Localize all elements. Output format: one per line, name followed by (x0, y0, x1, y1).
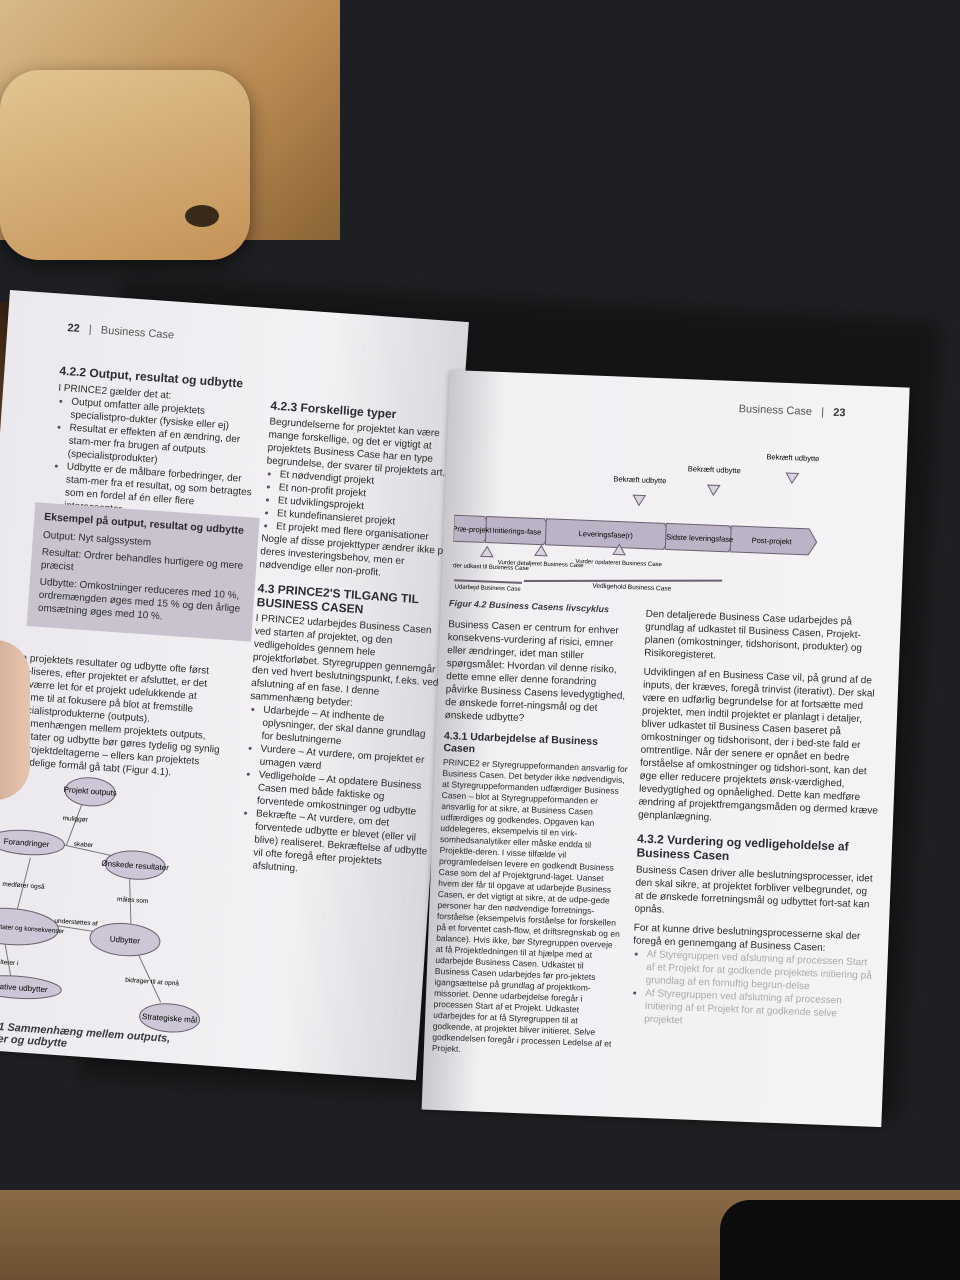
edge-label-creates: skaber (73, 841, 94, 849)
figure-4-1-diagram: Projekt outputs Forandringer Ønskede res… (0, 777, 201, 1033)
section-4-3-2-p1: Business Casen driver alle beslutningspr… (634, 864, 873, 916)
board-hole (185, 205, 219, 227)
node-label-strategic: Strategiske mål (142, 1012, 198, 1025)
confirm-marker-2 (706, 484, 721, 497)
section-heading-4-3-1: 4.3.1 Udarbejdelse af Business Casen (443, 730, 599, 756)
confirm-marker-3 (785, 472, 800, 485)
node-label-benefits: Udbytter (110, 935, 141, 946)
assess-label-2: Vurder detaljeret Business Case (498, 560, 585, 569)
consequence-paragraph: Business Casen er centrum for enhver kon… (444, 619, 626, 725)
node-changes (0, 829, 65, 856)
assess-marker-1 (479, 545, 494, 558)
left-page: 22 | Business Case 4.2.2 Output, resulta… (0, 290, 469, 1081)
edge-label-enables: muliggør (62, 815, 89, 824)
black-shoe (720, 1200, 960, 1280)
middle-column: 4.2.3 Forskellige typer Begrundelserne f… (238, 398, 461, 884)
prepare-label: Udarbejd Business Case (455, 584, 522, 593)
left-page-number: 22 (67, 322, 81, 335)
node-desired-results (104, 850, 166, 880)
verb-list: Udarbejde – At indhente de oplysninger, … (238, 703, 439, 885)
assess-marker-3 (612, 543, 626, 556)
left-page-header: 22 | Business Case (67, 322, 174, 341)
section-4-2-2: 4.2.2 Output, resultat og udbytte I PRIN… (50, 364, 265, 526)
verb-confirm: Bekræfte – At vurdere, om det forventede… (252, 807, 432, 884)
header-separator: | (88, 323, 93, 336)
node-dis-benefits (0, 975, 62, 1000)
edge-label-also-causes: medfører også (2, 880, 45, 891)
maintain-arrow (523, 579, 723, 582)
node-benefits (89, 922, 161, 957)
detailed-case-paragraph: Den detaljerede Business Case udarbejdes… (644, 608, 863, 662)
example-box: Eksempel på output, resultat og udbytte … (26, 502, 260, 642)
iterative-paragraph: Udviklingen af en Business Case vil, på … (637, 666, 879, 824)
cutting-board (0, 70, 250, 260)
edge-label-contributes: bidrager til at opnå (125, 976, 180, 988)
figure-4-2-caption: Figur 4.2 Business Casens livscyklus (448, 598, 610, 615)
right-column-2: Den detaljerede Business Case udarbejdes… (630, 608, 886, 1035)
right-page: Business Case | 23 Præ-projekt Initierin… (421, 370, 910, 1128)
confirm-label-2: Bekræft udbytte (688, 464, 741, 475)
phase-label-delivery: Leveringsfase(r) (579, 529, 634, 540)
review-item-2: Af Styregruppen ved afslutning af proces… (644, 987, 871, 1035)
confirm-marker-1 (632, 494, 647, 507)
review-list: Af Styregruppen ved afslutning af proces… (630, 947, 873, 1034)
assess-label-3: Vurder opdateret Business Case (575, 559, 662, 568)
header-separator-right: | (820, 406, 825, 419)
node-label-outputs: Projekt outputs (63, 785, 117, 798)
maintain-label: Vedligehold Business Case (592, 583, 671, 593)
phase-label-final: Sidste leveringsfase (666, 532, 733, 544)
node-strategic-goals (139, 1003, 201, 1033)
confirm-label-3: Bekræft udbytte (766, 452, 819, 463)
figure-4-2-lifecycle: Præ-projekt Initierings-fase Leveringsfa… (452, 452, 820, 593)
section-4-3-1-body: PRINCE2 er Styregruppeformanden ansvarli… (431, 757, 628, 1054)
section-4-3-intro: I PRINCE2 udarbejdes Business Casen ved … (249, 612, 439, 709)
edge-label-results-in: resulterer i (0, 958, 19, 967)
left-header-section: Business Case (100, 324, 175, 342)
confirm-label-1: Bekræft udbytte (613, 474, 666, 485)
phase-label-post: Post-projekt (752, 536, 793, 547)
node-label-dis-benefits: Negative udbytter (0, 981, 48, 994)
assess-label-1: Vurder udkast til Business Case (452, 563, 530, 572)
assess-marker-2 (534, 544, 548, 557)
node-outputs (64, 777, 116, 807)
right-page-number: 23 (832, 406, 846, 420)
node-unexpected-results (0, 907, 59, 946)
right-page-header: Business Case | 23 (738, 403, 845, 419)
edge-label-supported-by: understøttes af (54, 918, 98, 928)
phase-label-init: Initierings-fase (492, 526, 541, 537)
phase-label-pre: Præ-projekt (452, 524, 492, 535)
thumb (0, 640, 30, 800)
phase-post-project (729, 525, 818, 556)
node-label-changes: Forandringer (3, 837, 50, 849)
right-column-1: Business Casen er centrum for enhver kon… (432, 618, 634, 1061)
prepare-arrow (453, 579, 522, 584)
edge-label-measured-as: måles som (117, 895, 149, 905)
section-heading-4-3-2: 4.3.2 Vurdering og vedligeholdelse af Bu… (636, 831, 849, 864)
right-header-section: Business Case (738, 403, 813, 418)
